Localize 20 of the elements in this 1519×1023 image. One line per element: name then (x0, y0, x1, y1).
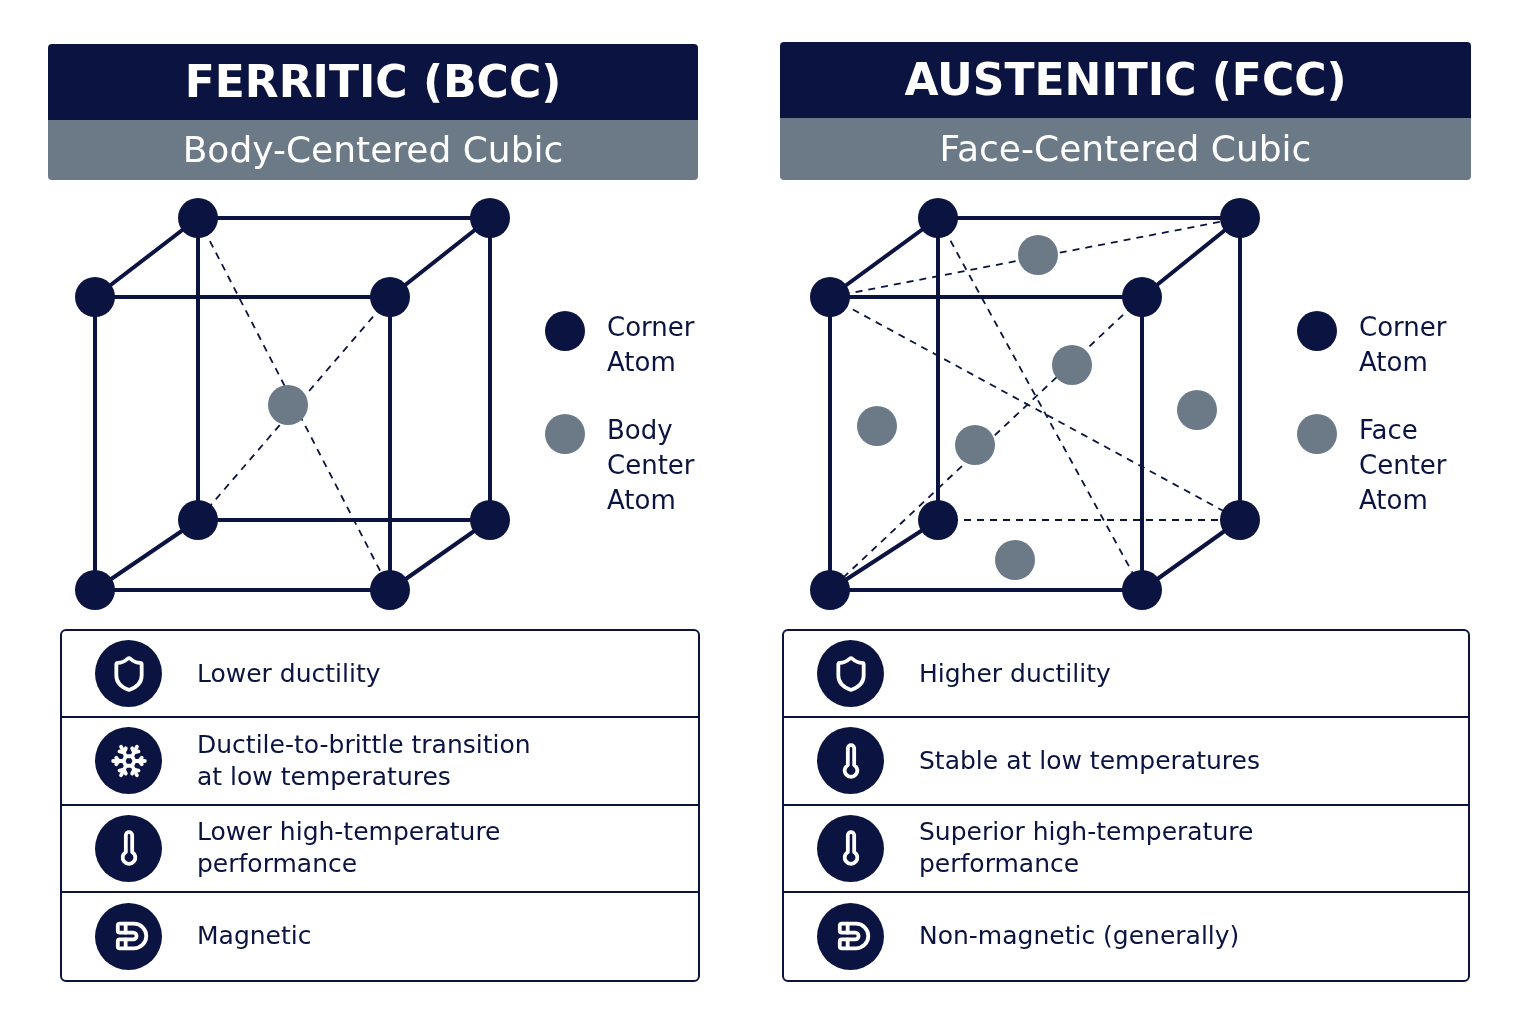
header-panel (48, 44, 698, 180)
property-text: Non-magnetic (generally) (919, 920, 1240, 953)
property-text: Stable at low temperatures (919, 744, 1260, 777)
property-text: Lower ductility (197, 657, 381, 690)
legend-text: Body Center Atom (607, 414, 696, 517)
panel-title: FERRITIC (BCC) (48, 44, 698, 120)
property-text: Magnetic (197, 920, 312, 953)
panel-title: AUSTENITIC (FCC) (780, 42, 1471, 118)
property-text: Superior high-temperature performance (919, 816, 1255, 881)
property-table (60, 629, 700, 982)
legend-text: Face Center Atom (1359, 414, 1448, 517)
property-text: Ductile-to-brittle transition at low temperatures (197, 728, 532, 793)
legend-text: Corner Atom (607, 311, 696, 379)
property-text: Higher ductility (919, 657, 1111, 690)
property-text: Lower high-temperature performance (197, 816, 502, 881)
property-table (782, 629, 1470, 982)
panel-subtitle: Face-Centered Cubic (780, 118, 1471, 180)
header-panel (780, 42, 1471, 180)
panel-subtitle: Body-Centered Cubic (48, 120, 698, 180)
legend-text: Corner Atom (1359, 311, 1448, 379)
